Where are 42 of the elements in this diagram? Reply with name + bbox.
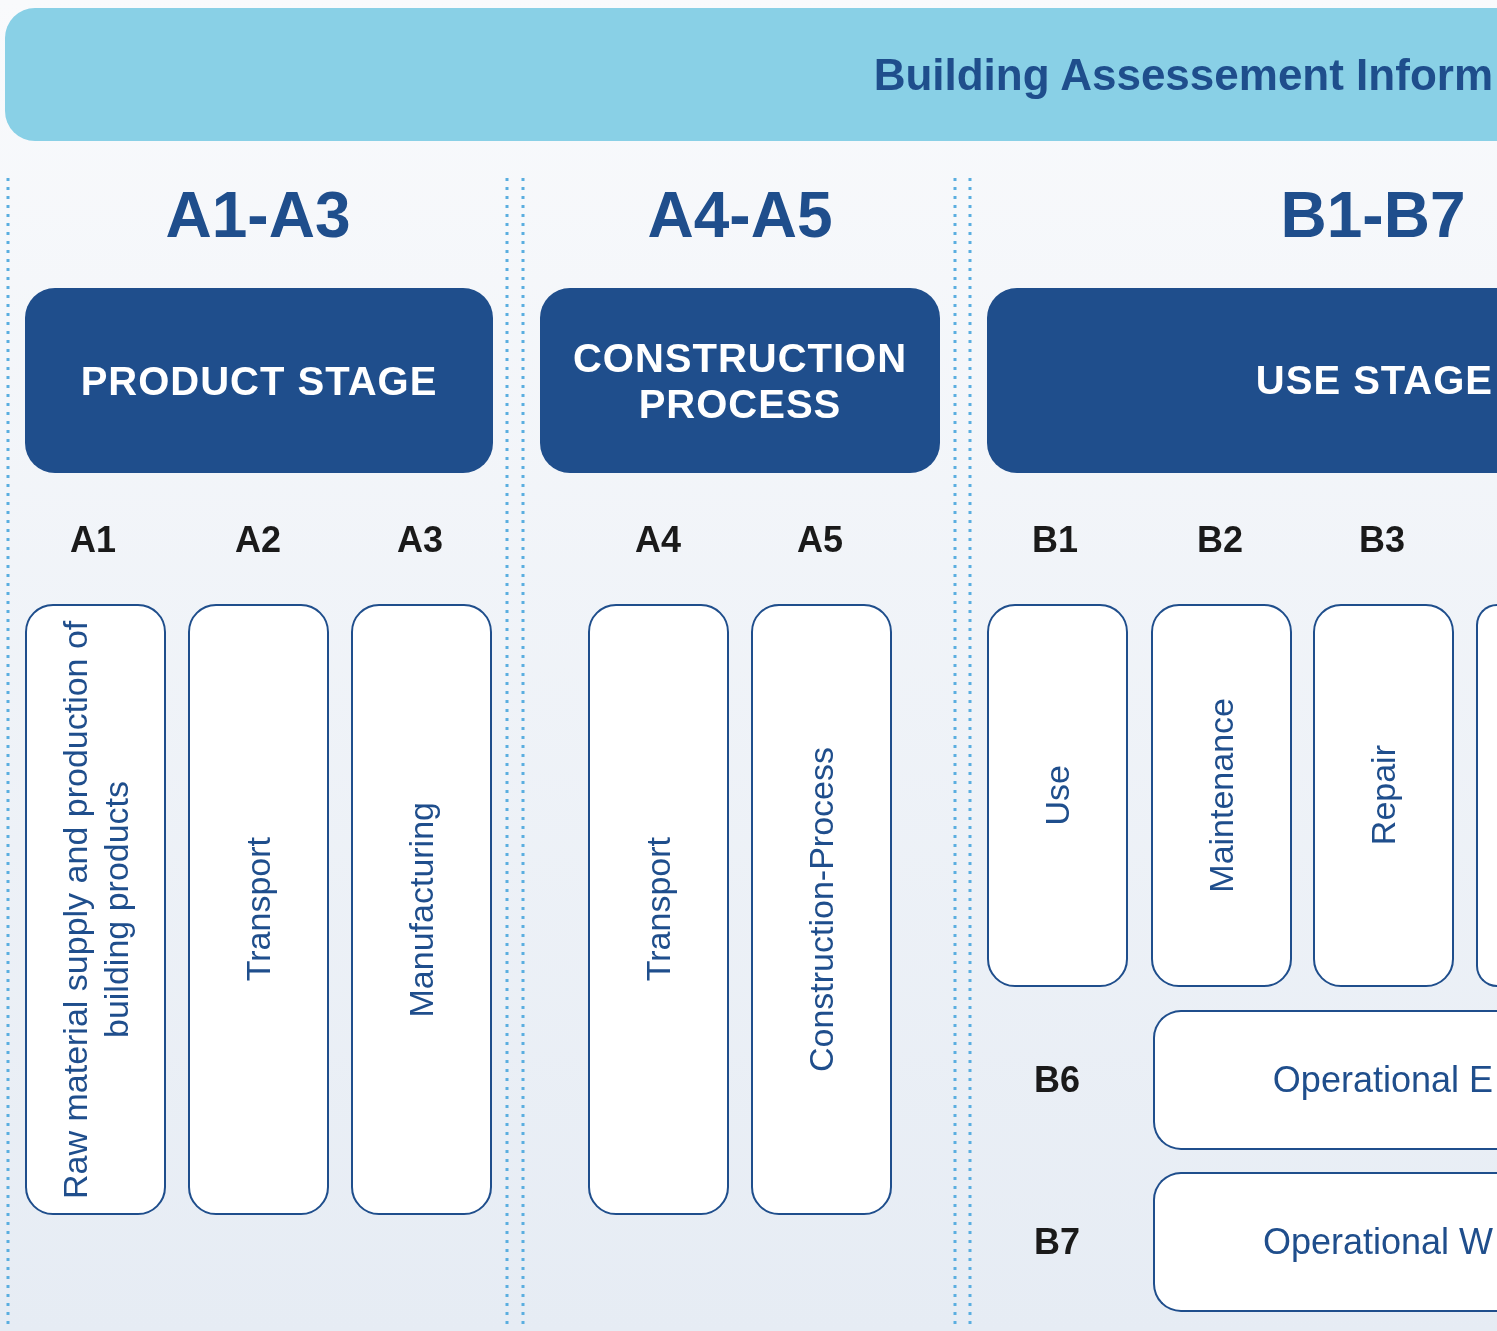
module-label: Operational W (1262, 1221, 1493, 1263)
stage-box (540, 288, 940, 473)
module-label: Raw material supply and production of building products (54, 619, 136, 1200)
module-label: Repair (1363, 745, 1404, 846)
module-box (1153, 1172, 1497, 1312)
module-box (1153, 1010, 1497, 1150)
phase-heading: A1-A3 (165, 178, 351, 252)
module-box (751, 604, 892, 1215)
module-box (1313, 604, 1454, 987)
stage-title: USE STAGE (1255, 358, 1493, 403)
module-code: B7 (1034, 1221, 1080, 1263)
module-box (25, 604, 166, 1215)
stage-box (25, 288, 493, 473)
module-label: Manufacturing (401, 801, 442, 1018)
module-code: A4 (635, 519, 681, 561)
stage-title: CONSTRUCTION PROCESS (571, 334, 909, 427)
module-code: B6 (1034, 1059, 1080, 1101)
module-code: A3 (397, 519, 443, 561)
header-band (5, 8, 1497, 141)
module-code: B2 (1197, 519, 1243, 561)
module-label: Transport (638, 837, 679, 982)
module-code: B1 (1032, 519, 1078, 561)
phase-heading: B1-B7 (1280, 178, 1466, 252)
header-title: Building Assessement Inform (873, 49, 1493, 100)
stage-title: PRODUCT STAGE (80, 357, 438, 404)
module-label: Use (1037, 765, 1078, 826)
module-box (588, 604, 729, 1215)
module-code: B3 (1359, 519, 1405, 561)
module-label: Construction-Process (801, 747, 842, 1072)
phase-heading: A4-A5 (647, 178, 833, 252)
module-code: A5 (797, 519, 843, 561)
module-box (351, 604, 492, 1215)
module-code: A2 (235, 519, 281, 561)
module-box (987, 604, 1128, 987)
module-label: Maintenance (1201, 698, 1242, 893)
module-box (188, 604, 329, 1215)
module-label: Transport (238, 837, 279, 982)
module-box (1151, 604, 1292, 987)
module-label: Operational E (1272, 1059, 1493, 1101)
stage-box (987, 288, 1497, 473)
module-box (1476, 604, 1497, 987)
module-code: A1 (70, 519, 116, 561)
